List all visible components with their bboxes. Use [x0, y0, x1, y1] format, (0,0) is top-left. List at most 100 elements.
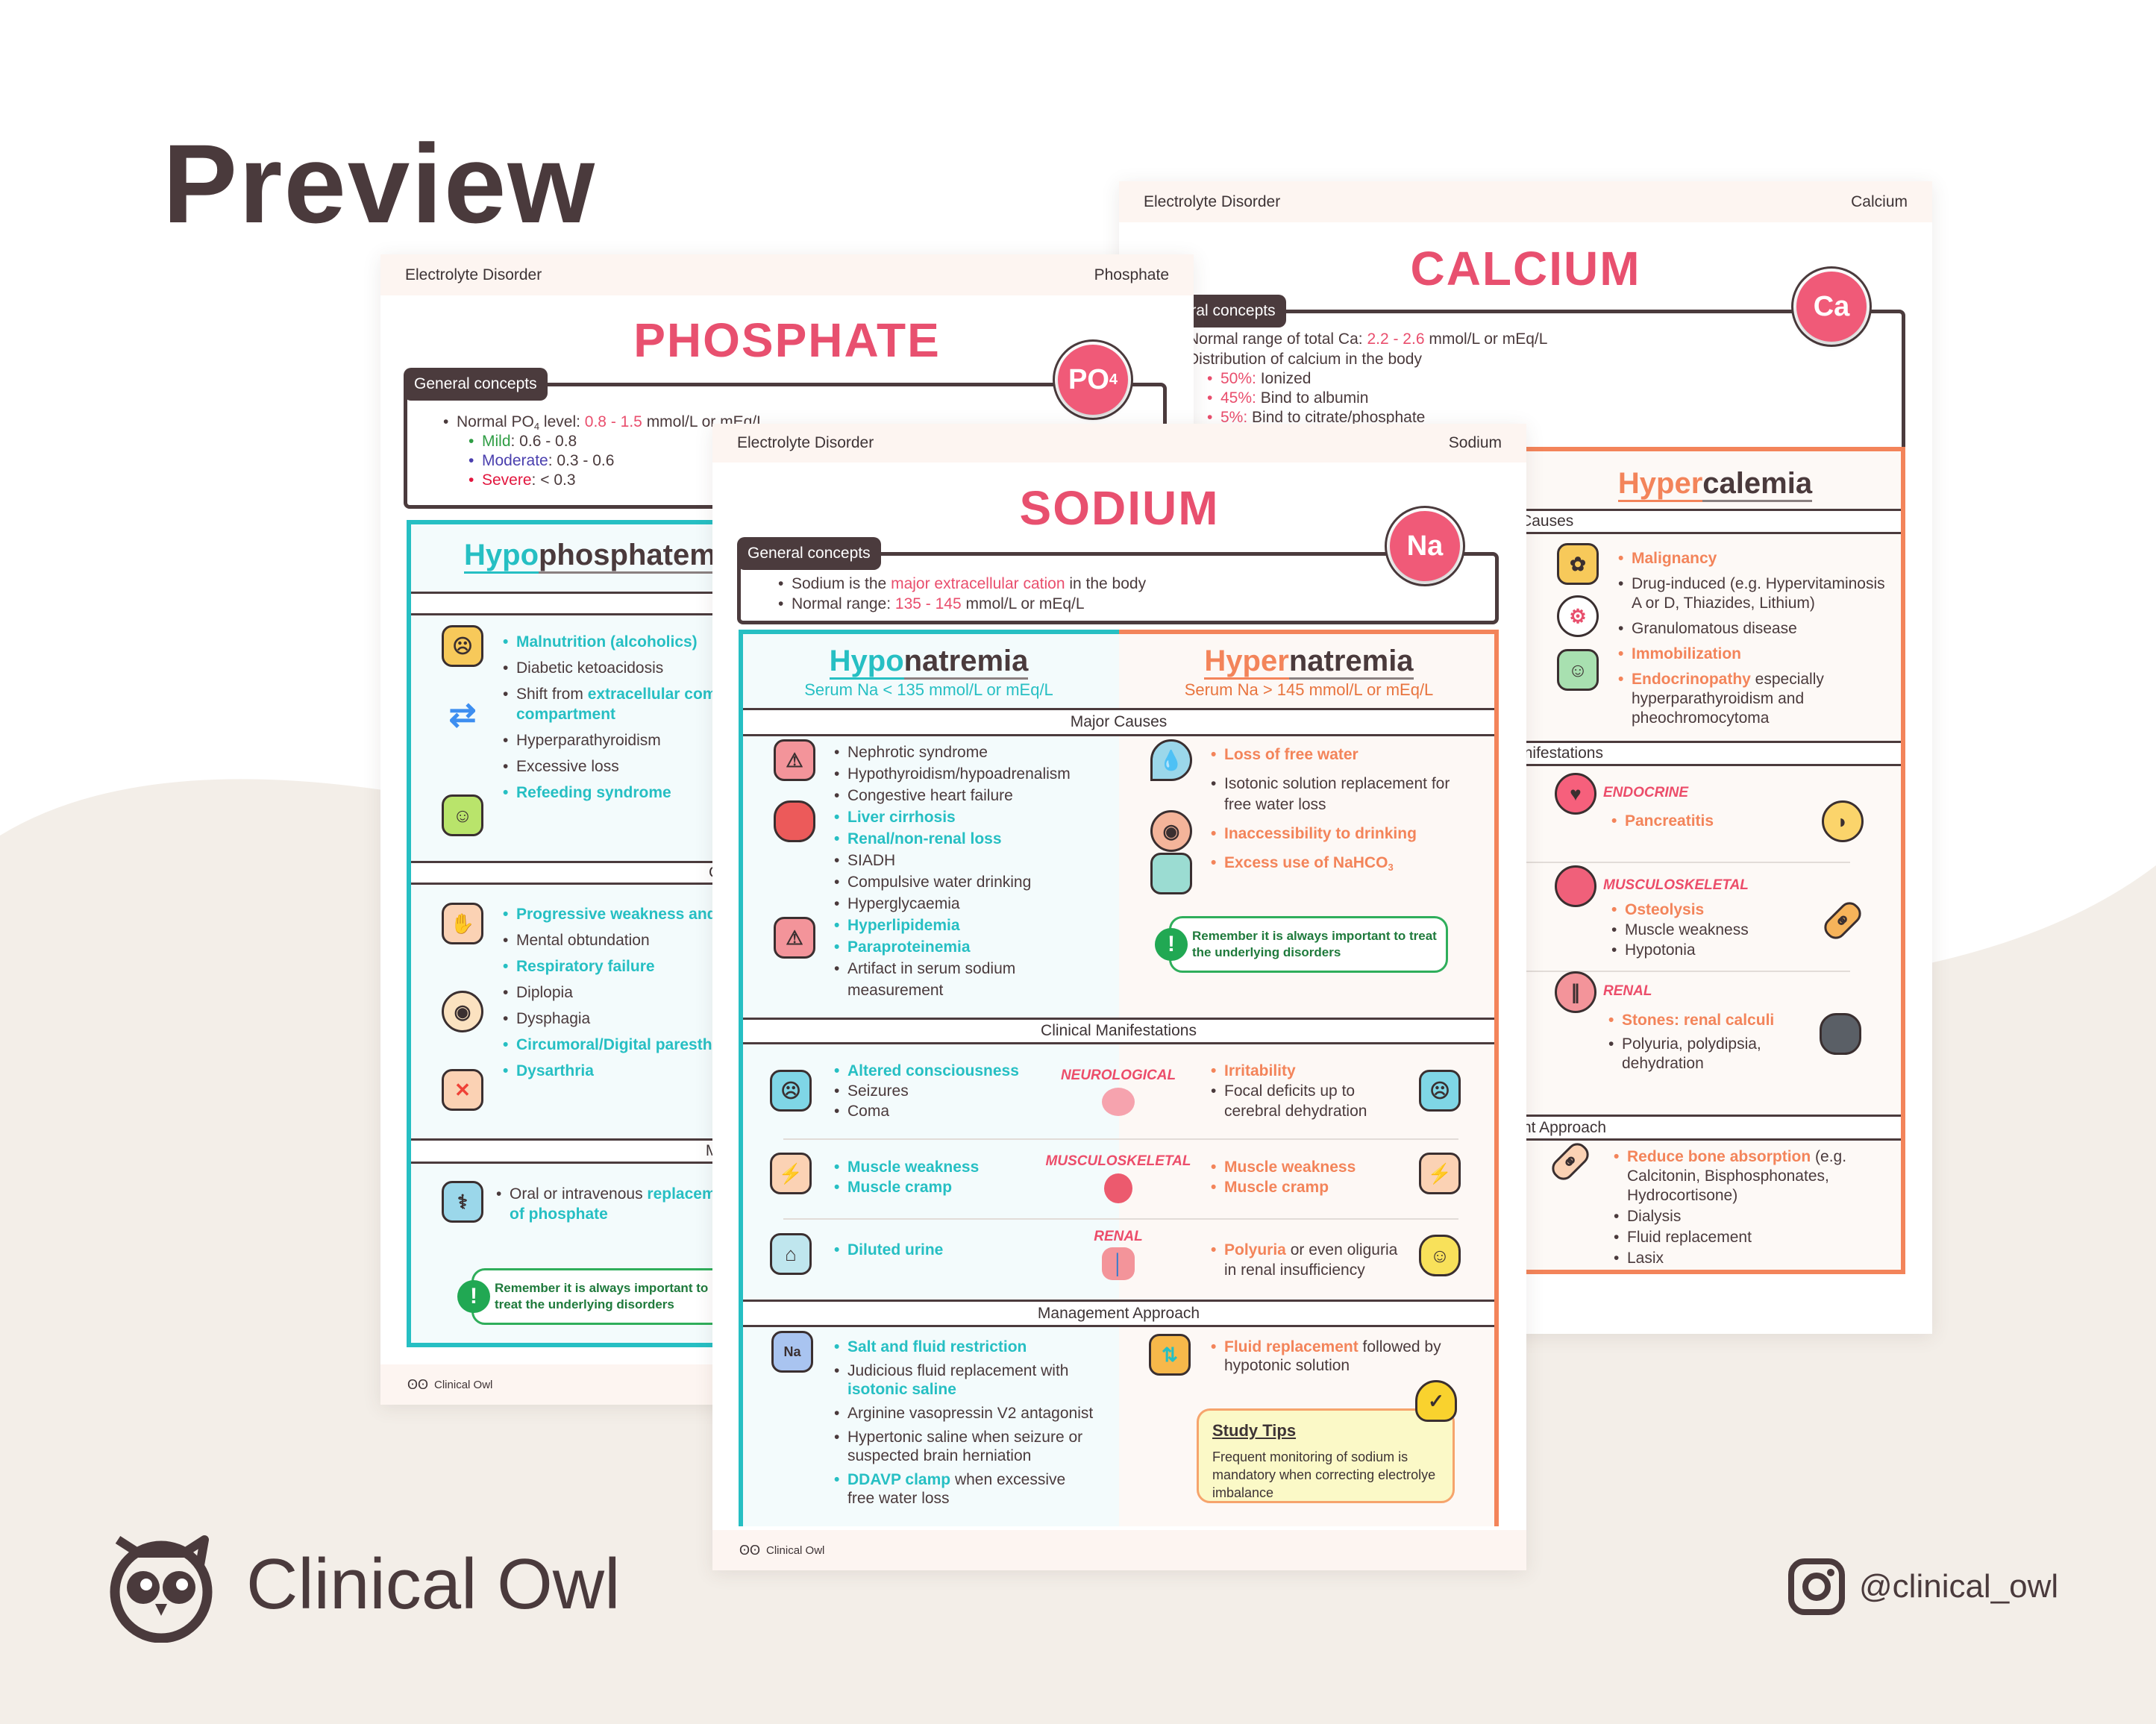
endocrine-icon: ♥	[1555, 773, 1596, 815]
list-item: Normal range of total Ca: 2.2 - 2.6 mmol…	[1188, 329, 1547, 349]
list-item: •Hypothyroidism/hypoadrenalism	[834, 763, 1095, 785]
bullet-icon: •	[503, 732, 509, 749]
bullet-icon: •	[503, 784, 509, 801]
list-item-text: DDAVP clamp	[847, 1471, 951, 1488]
bullet-icon: •	[1211, 825, 1217, 842]
list-item: •Altered consciousness	[834, 1061, 1019, 1081]
list-item: •Coma	[834, 1101, 1019, 1121]
sodium-sheet: Electrolyte Disorder Sodium SODIUM Gener…	[712, 424, 1526, 1570]
bullet-icon: •	[834, 1471, 840, 1488]
list-item-text: Loss of free water	[1224, 746, 1359, 763]
footer-brand: Clinical Owl	[766, 1543, 825, 1557]
divider	[783, 1218, 1458, 1220]
hypernatremia-title: Hypernatremia	[1119, 645, 1499, 680]
bullet-icon: •	[1207, 370, 1213, 387]
bullet-icon: •	[778, 575, 784, 592]
band-management-approach: Management Approach	[743, 1300, 1494, 1327]
list-item-text: Fluid replacement	[1224, 1338, 1359, 1355]
list-item: •Seizures	[834, 1081, 1019, 1101]
bullet-icon: •	[1611, 901, 1617, 918]
band-clinical-manifestations: Clinical Manifestations	[743, 1018, 1494, 1044]
bullet-icon: •	[469, 433, 474, 450]
list-item: •SIADH	[834, 850, 1095, 871]
list-item-text: major extracellular cation	[891, 575, 1065, 592]
list-item-text: 4	[533, 421, 540, 432]
symbol-text: Na	[1390, 511, 1460, 581]
bullet-list: •Polyuria or even oliguria in renal insu…	[1211, 1240, 1412, 1280]
bullet-icon: •	[834, 1082, 840, 1100]
title-prefix: Hyper	[1204, 645, 1289, 680]
list-item-text: Moderate	[482, 452, 548, 469]
list-item: •50%: Ionized	[1207, 369, 1425, 389]
bullet-icon: •	[1614, 1208, 1620, 1225]
system-label-renal: RENAL	[1094, 1229, 1143, 1244]
owl-logo-icon	[110, 1535, 213, 1643]
list-item: •Excessive loss	[503, 756, 921, 777]
list-item: •Granulomatous disease	[1618, 619, 1887, 639]
general-concepts-box	[737, 552, 1499, 624]
bullet-icon: •	[503, 686, 509, 703]
list-item-text: Dysphagia	[516, 1010, 591, 1027]
list-item: •Salt and fluid restriction	[834, 1338, 1095, 1356]
list-item: •Diplopia	[503, 982, 921, 1003]
list-item-text: Nephrotic syndrome	[847, 744, 988, 761]
list-item: •Stones: renal calculi	[1608, 1011, 1802, 1030]
list-item: •Muscle weakness	[834, 1157, 979, 1177]
list-item-text: Diluted urine	[847, 1241, 944, 1258]
list-item-text: Inaccessibility to drinking	[1224, 825, 1417, 842]
list-item-text: Diabetic ketoacidosis	[516, 659, 664, 677]
header-topic: Sodium	[1448, 434, 1502, 451]
list-item: •Mild: 0.6 - 0.8	[469, 432, 614, 451]
bullet-icon: •	[1211, 1159, 1217, 1176]
bullet-icon: •	[1614, 1229, 1620, 1246]
list-item-text: isotonic saline	[847, 1381, 956, 1398]
bullet-icon: •	[834, 765, 840, 783]
instagram-icon	[1788, 1558, 1845, 1615]
bullet-icon: •	[834, 960, 840, 977]
list-item: •Respiratory failure	[503, 956, 921, 977]
arm-pain-icon: ⚡	[1419, 1153, 1461, 1194]
list-item: •Diluted urine	[834, 1240, 943, 1260]
iv-drip-icon: ⚕	[442, 1181, 483, 1223]
bullet-list: •Reduce bone absorption (e.g. Calcitonin…	[1614, 1147, 1882, 1270]
bullet-icon: •	[503, 906, 509, 923]
urine-container-icon: ⌂	[770, 1233, 812, 1275]
list-item-text: Altered consciousness	[847, 1062, 1019, 1079]
bullet-list: •Osteolysis•Muscle weakness•Hypotonia	[1611, 900, 1749, 960]
list-item: • Muscle weakness	[1211, 1157, 1356, 1177]
list-item: •Dysphagia	[503, 1009, 921, 1029]
list-item-text: Renal/non-renal loss	[847, 830, 1002, 847]
list-item-text: Normal PO	[457, 413, 534, 430]
list-item-text: : 0.6 - 0.8	[510, 433, 577, 450]
muscle-icon	[1555, 865, 1596, 907]
reminder-callout: ! Remember it is always important to tre…	[1155, 916, 1448, 973]
bullet-icon: •	[1211, 1338, 1217, 1355]
list-item-text: Malignancy	[1632, 550, 1717, 567]
bullet-list: Normal range of total Ca: 2.2 - 2.6 mmol…	[1188, 329, 1547, 369]
list-item: •Fluid replacement followed by hypotonic…	[1211, 1338, 1464, 1375]
list-item-text: Muscle weakness	[1224, 1159, 1356, 1176]
list-item: •Hypotonia	[1611, 940, 1749, 960]
kidney-icon: │	[1102, 1247, 1135, 1280]
list-item: •Reduce bone absorption (e.g. Calcitonin…	[1614, 1147, 1882, 1206]
granuloma-cells-icon: ⚙	[1557, 595, 1599, 637]
bullet-icon: •	[834, 1405, 840, 1422]
list-item-text: mmol/L or mEq/L	[1424, 330, 1548, 348]
list-item: •DDAVP clamp when excessive free water l…	[834, 1470, 1095, 1508]
bullet-icon: •	[1211, 1241, 1217, 1258]
bullet-icon: •	[1211, 854, 1217, 871]
speech-impaired-icon: ✕	[442, 1069, 483, 1111]
list-item-text: Hypertonic saline when seizure or suspec…	[847, 1429, 1083, 1464]
bullet-list: •Muscle weakness•Muscle cramp	[1211, 1157, 1356, 1197]
bullet-icon: •	[503, 1036, 509, 1053]
brand-logo: Clinical Owl	[103, 1526, 620, 1643]
bullet-icon: •	[496, 1185, 502, 1203]
bullet-icon: •	[1611, 921, 1617, 938]
header-topic: Phosphate	[1094, 266, 1169, 283]
list-item-text: Polyuria, polydipsia, dehydration	[1622, 1035, 1761, 1072]
list-item-text: especially hyperparathyroidism and pheoc…	[1632, 671, 1824, 727]
list-item: •Hyperparathyroidism	[503, 730, 921, 750]
list-item-text: Reduce bone absorption	[1627, 1148, 1811, 1165]
instagram-handle[interactable]: @clinical_owl	[1787, 1558, 2058, 1616]
list-item-text: Lasix	[1627, 1250, 1664, 1267]
